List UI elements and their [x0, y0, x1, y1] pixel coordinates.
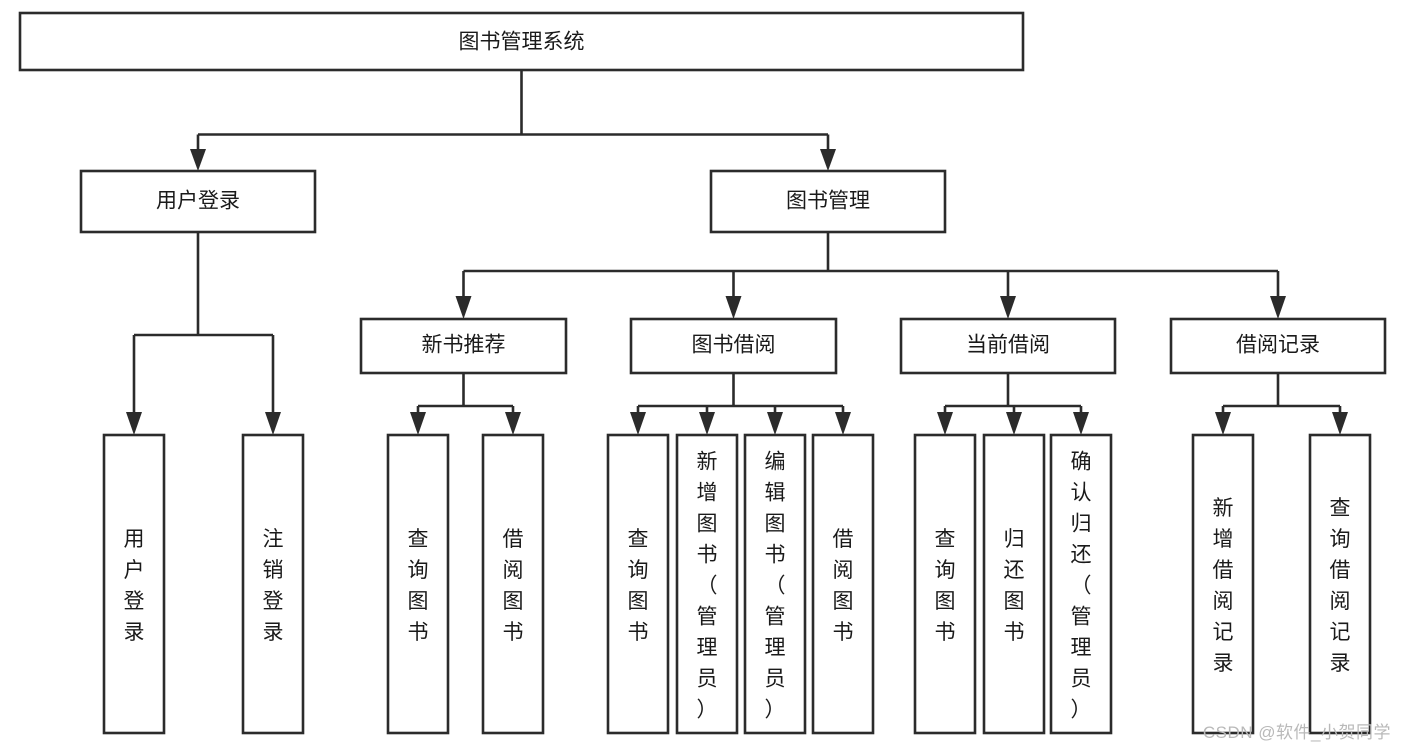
node-borrow-record-box[interactable] — [1169, 317, 1387, 375]
leaf-query-book-rec-box[interactable] — [386, 433, 450, 735]
leaf-query-book-borrow-label: 查询图书 — [628, 528, 649, 644]
leaf-return-book-label: 归还图书 — [1004, 528, 1025, 644]
leaf-node[interactable]: 查询图书 — [386, 433, 450, 735]
leaf-node[interactable]: 编辑图书（管理员） — [743, 433, 807, 735]
node-book-borrow-box[interactable] — [629, 317, 838, 375]
node-new-book-recommend-label: 新书推荐 — [422, 334, 506, 357]
leaf-node[interactable]: 用户登录 — [102, 433, 166, 735]
leaf-node[interactable]: 新增图书（管理员） — [675, 433, 739, 735]
leaf-query-borrow-record-box[interactable] — [1308, 433, 1372, 735]
leaf-add-book-admin-label: 新增图书（管理员） — [697, 451, 718, 722]
leaf-edit-book-admin-label: 编辑图书（管理员） — [765, 451, 786, 722]
node-book-manage-label: 图书管理 — [786, 190, 870, 213]
node-new-book-recommend-box[interactable] — [359, 317, 568, 375]
leaf-confirm-return-admin-box[interactable] — [1049, 433, 1113, 735]
node-root[interactable]: 图书管理系统 — [18, 11, 1025, 72]
arrow-head-leaf-query-book-borrow — [630, 412, 646, 435]
leaf-user-login-label: 用户登录 — [124, 528, 145, 644]
leaf-add-book-admin-box[interactable] — [675, 433, 739, 735]
leaf-node[interactable]: 借阅图书 — [481, 433, 545, 735]
node-user-login-box[interactable] — [79, 169, 317, 234]
leaf-borrow-book-box[interactable] — [811, 433, 875, 735]
leaf-user-login-box[interactable] — [102, 433, 166, 735]
leaf-borrow-book-rec-label: 借阅图书 — [503, 528, 524, 644]
leaf-node[interactable]: 查询借阅记录 — [1308, 433, 1372, 735]
node-current-borrow-box[interactable] — [899, 317, 1117, 375]
arrow-head-leaf-return-book — [1006, 412, 1022, 435]
leaf-borrow-book-rec-box[interactable] — [481, 433, 545, 735]
leaf-logout-login-box[interactable] — [241, 433, 305, 735]
node-current-borrow-label: 当前借阅 — [966, 334, 1050, 357]
node-user-login-label: 用户登录 — [156, 190, 240, 213]
arrow-head-leaf-logout-login — [265, 412, 281, 435]
leaf-query-borrow-record-label: 查询借阅记录 — [1330, 497, 1351, 675]
node-root-box[interactable] — [18, 11, 1025, 72]
arrow-head-leaf-edit-book-admin — [767, 412, 783, 435]
leaf-node[interactable]: 注销登录 — [241, 433, 305, 735]
arrow-head-leaf-confirm-return-admin — [1073, 412, 1089, 435]
node-book-borrow[interactable]: 图书借阅 — [629, 317, 838, 375]
node-book-borrow-label: 图书借阅 — [692, 334, 776, 357]
node-book-manage-box[interactable] — [709, 169, 947, 234]
node-user-login[interactable]: 用户登录 — [79, 169, 317, 234]
leaf-node[interactable]: 借阅图书 — [811, 433, 875, 735]
arrow-head-new-book-recommend — [455, 296, 472, 319]
leaf-edit-book-admin-box[interactable] — [743, 433, 807, 735]
arrow-head-leaf-query-borrow-record — [1332, 412, 1348, 435]
node-new-book-recommend[interactable]: 新书推荐 — [359, 317, 568, 375]
arrow-head-book-manage — [820, 149, 836, 171]
leaf-return-book-box[interactable] — [982, 433, 1046, 735]
leaf-logout-login-label: 注销登录 — [263, 528, 284, 644]
arrow-head-user-login — [190, 149, 206, 171]
leaf-add-borrow-record-box[interactable] — [1191, 433, 1255, 735]
arrow-head-leaf-add-borrow-record — [1215, 412, 1231, 435]
leaf-node[interactable]: 确认归还（管理员） — [1049, 433, 1113, 735]
csdn-watermark: CSDN @软件_小贺同学 — [1202, 723, 1391, 742]
node-borrow-record[interactable]: 借阅记录 — [1169, 317, 1387, 375]
node-root-label: 图书管理系统 — [459, 31, 585, 54]
connector-layer — [126, 70, 1348, 435]
leaf-node[interactable]: 查询图书 — [606, 433, 670, 735]
leaf-layer: 用户登录 注销登录 查询图书 借阅图书 查询图书 新增图书（管理员） 编辑图书（管理员） 借阅… — [102, 433, 1372, 735]
leaf-node[interactable]: 新增借阅记录 — [1191, 433, 1255, 735]
leaf-query-book-current-label: 查询图书 — [935, 528, 956, 644]
arrow-head-book-borrow — [725, 296, 742, 319]
arrow-head-leaf-query-book-rec — [410, 412, 426, 435]
leaf-confirm-return-admin-label: 确认归还（管理员） — [1071, 451, 1092, 722]
arrow-head-current-borrow — [1000, 296, 1016, 319]
leaf-node[interactable]: 查询图书 — [913, 433, 977, 735]
leaf-add-borrow-record-label: 新增借阅记录 — [1213, 497, 1234, 675]
leaf-query-book-current-box[interactable] — [913, 433, 977, 735]
node-borrow-record-label: 借阅记录 — [1236, 334, 1320, 357]
arrow-head-leaf-add-book-admin — [699, 412, 715, 435]
leaf-borrow-book-label: 借阅图书 — [833, 528, 854, 644]
node-book-manage[interactable]: 图书管理 — [709, 169, 947, 234]
arrow-head-leaf-borrow-book-rec — [505, 412, 521, 435]
arrow-head-borrow-record — [1270, 296, 1286, 319]
node-current-borrow[interactable]: 当前借阅 — [899, 317, 1117, 375]
arrow-head-leaf-user-login — [126, 412, 142, 435]
leaf-query-book-borrow-box[interactable] — [606, 433, 670, 735]
leaf-query-book-rec-label: 查询图书 — [408, 528, 429, 644]
arrow-head-leaf-query-book-current — [937, 412, 953, 435]
leaf-node[interactable]: 归还图书 — [982, 433, 1046, 735]
arrow-head-leaf-borrow-book — [835, 412, 851, 435]
